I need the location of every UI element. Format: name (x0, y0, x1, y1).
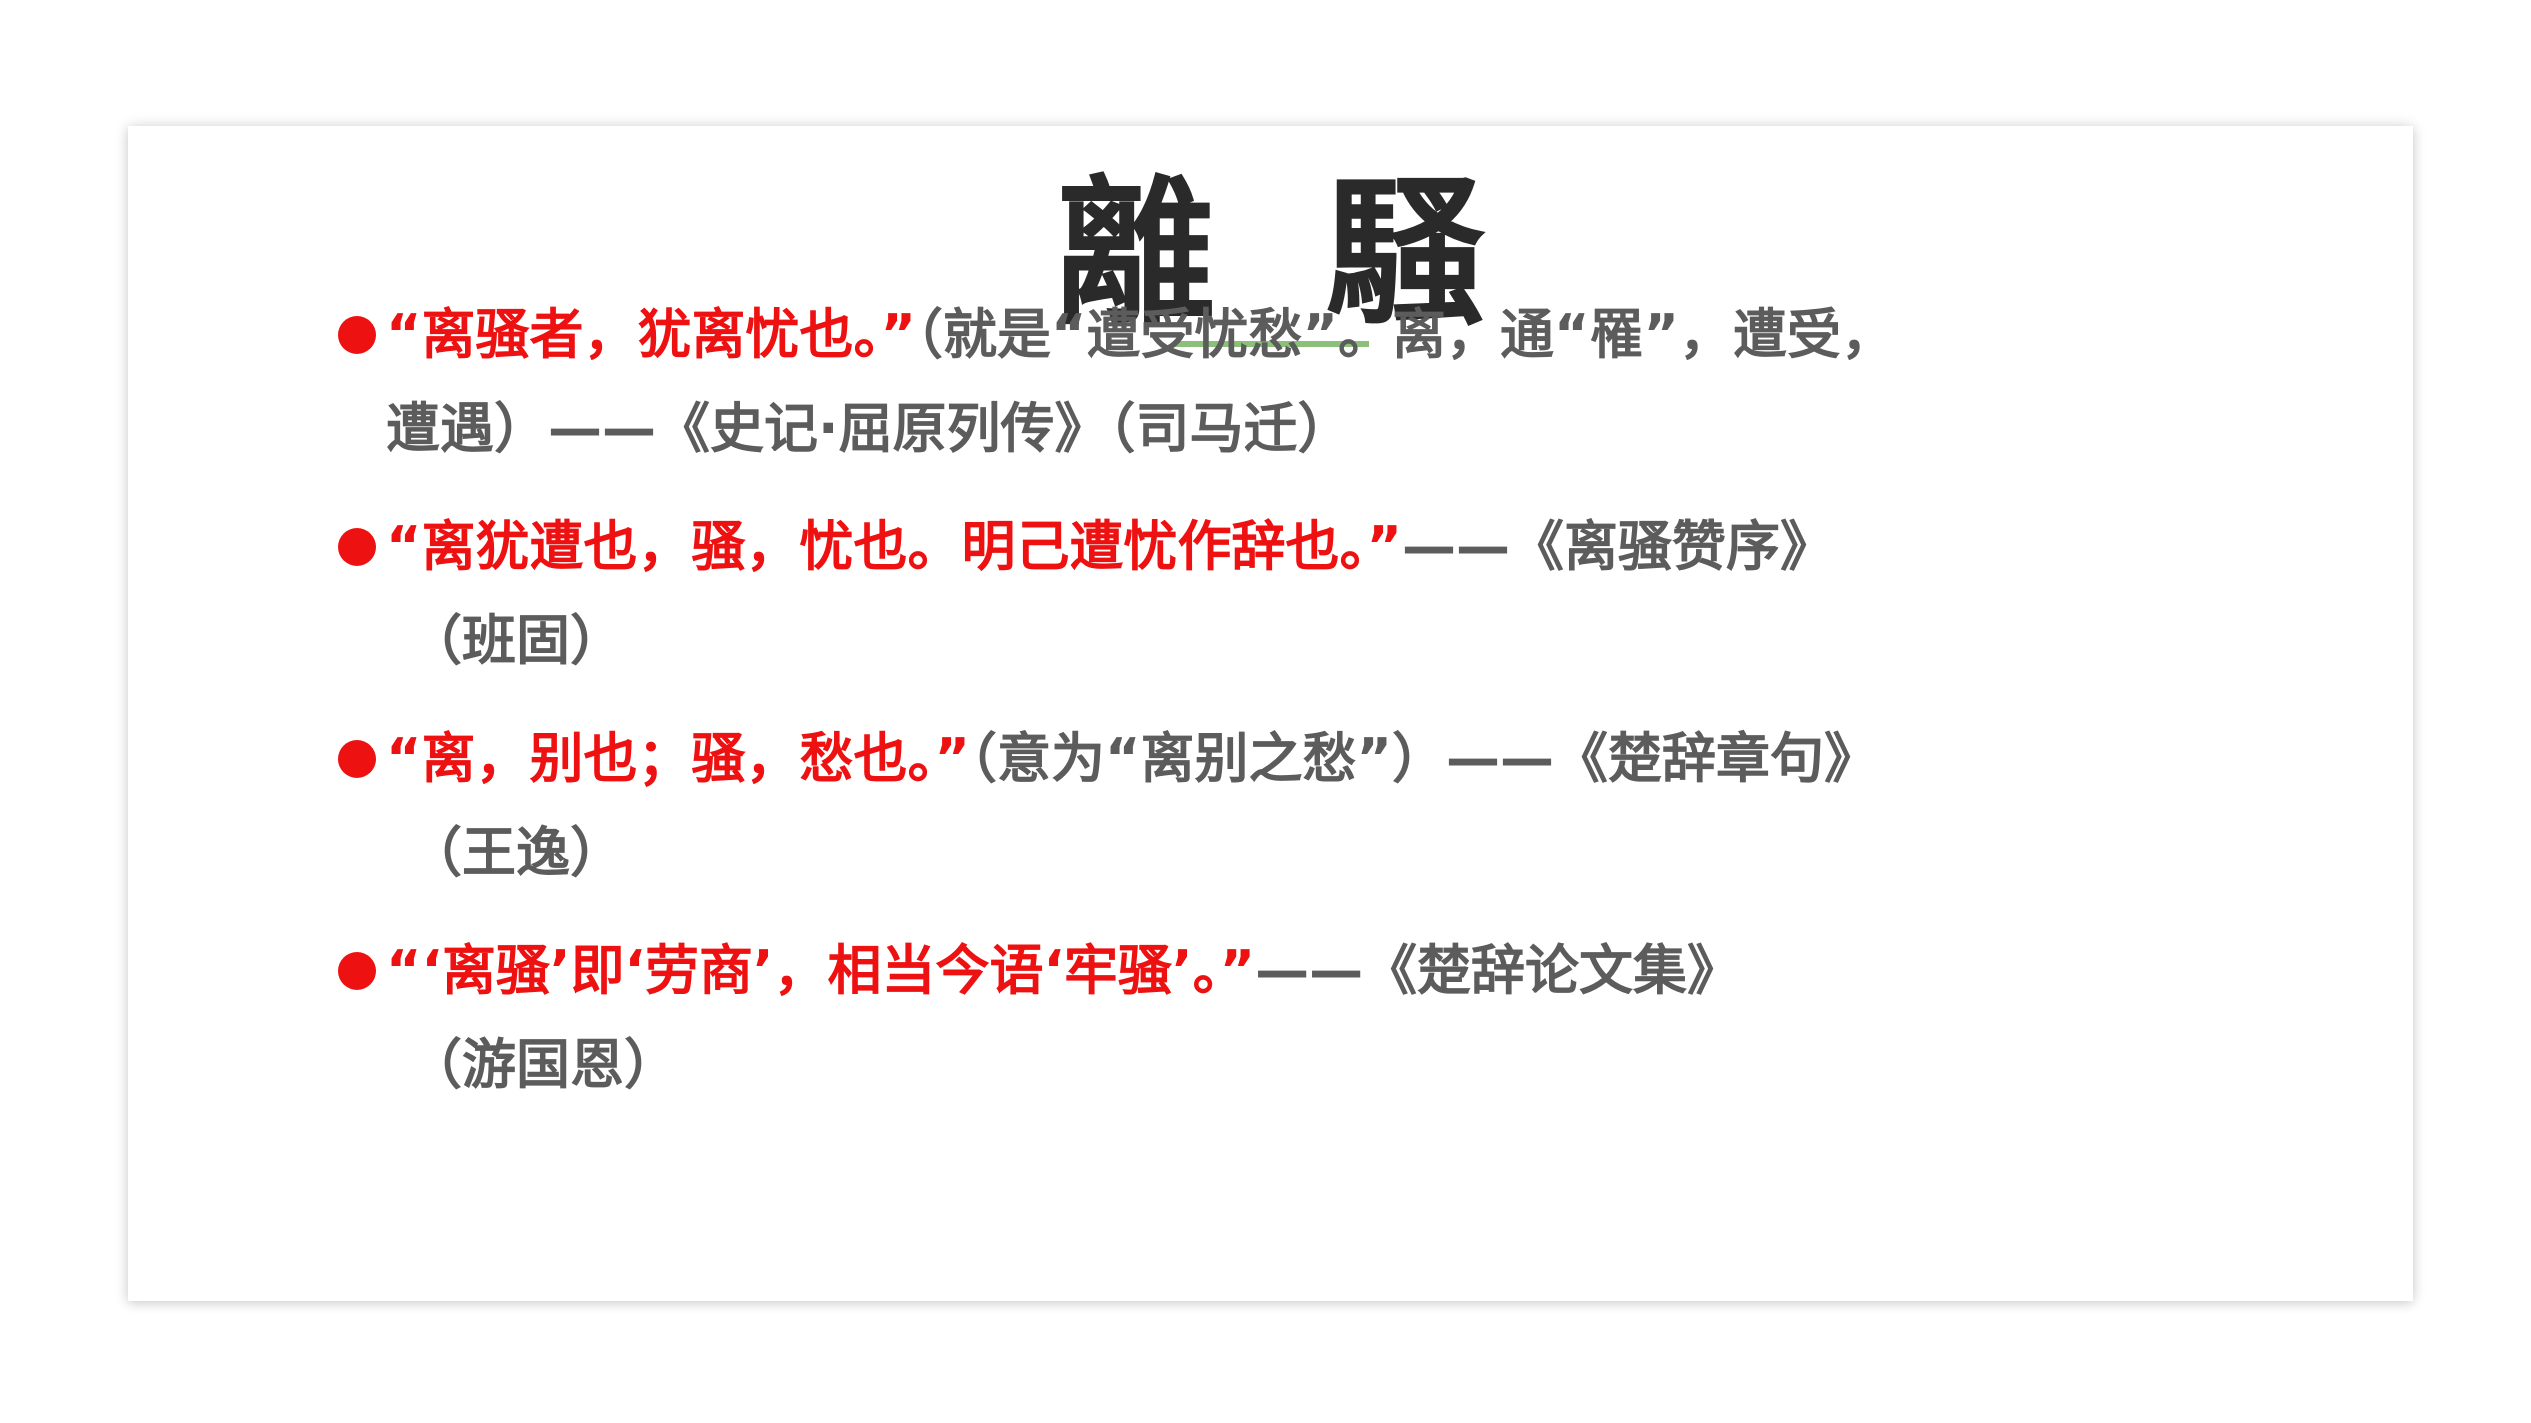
slide-title: 離騷 (128, 164, 2413, 344)
title-underline (1173, 341, 1369, 347)
quote-source: ——《楚辞论文集》 (1255, 939, 1742, 1002)
quote-line-1: “离犹遭也，骚，忧也。明己遭忧作辞也。”——《离骚赞序》 (338, 500, 2288, 594)
quote-item-shiji: “离骚者，犹离忧也。”（就是“遭受忧愁”。离，通“罹”，遭受， 遭遇）——《史记… (338, 288, 2288, 476)
bullet-dot-icon (338, 528, 376, 566)
quote-author: （班固） (408, 609, 624, 672)
quote-source: ——《离骚赞序》 (1401, 515, 1834, 578)
quote-text-red: “离，别也；骚，愁也。” (386, 727, 970, 790)
title-char-sao: 騷 (1325, 160, 1486, 347)
quote-line-1: “离，别也；骚，愁也。”（意为“离别之愁”）——《楚辞章句》 (338, 712, 2288, 806)
quote-line-2: （游国恩） (338, 1018, 2288, 1112)
quote-author: （游国恩） (408, 1033, 678, 1096)
quote-text-red: “离骚者，犹离忧也。” (386, 303, 916, 366)
quote-text-red: “离犹遭也，骚，忧也。明己遭忧作辞也。” (386, 515, 1402, 578)
quote-line-1: “离骚者，犹离忧也。”（就是“遭受忧愁”。离，通“罹”，遭受， (338, 288, 2288, 382)
title-char-li: 離 (1055, 160, 1216, 347)
quote-line-2: （班固） (338, 594, 2288, 688)
quote-item-bangu: “离犹遭也，骚，忧也。明己遭忧作辞也。”——《离骚赞序》 （班固） (338, 500, 2288, 688)
bullet-dot-icon (338, 316, 376, 354)
bullet-dot-icon (338, 740, 376, 778)
quote-explanation: （就是“遭受忧愁”。离，通“罹”，遭受， (915, 303, 1895, 366)
quote-item-youguoen: “‘离骚’即‘劳商’，相当今语‘牢骚’。”——《楚辞论文集》 （游国恩） (338, 924, 2288, 1112)
quote-citation: 遭遇）——《史记·屈原列传》（司马迁） (386, 397, 1352, 460)
slide-card: 離騷 “离骚者，犹离忧也。”（就是“遭受忧愁”。离，通“罹”，遭受， 遭遇）——… (128, 126, 2413, 1301)
bullet-dot-icon (338, 952, 376, 990)
quote-line-1: “‘离骚’即‘劳商’，相当今语‘牢骚’。”——《楚辞论文集》 (338, 924, 2288, 1018)
quote-item-wangyi: “离，别也；骚，愁也。”（意为“离别之愁”）——《楚辞章句》 （王逸） (338, 712, 2288, 900)
quote-line-2: 遭遇）——《史记·屈原列传》（司马迁） (338, 382, 2288, 476)
quote-text-red: “‘离骚’即‘劳商’，相当今语‘牢骚’。” (386, 939, 1256, 1002)
quote-explanation: （意为“离别之愁”）——《楚辞章句》 (969, 727, 1878, 790)
quote-line-2: （王逸） (338, 806, 2288, 900)
quote-author: （王逸） (408, 821, 624, 884)
